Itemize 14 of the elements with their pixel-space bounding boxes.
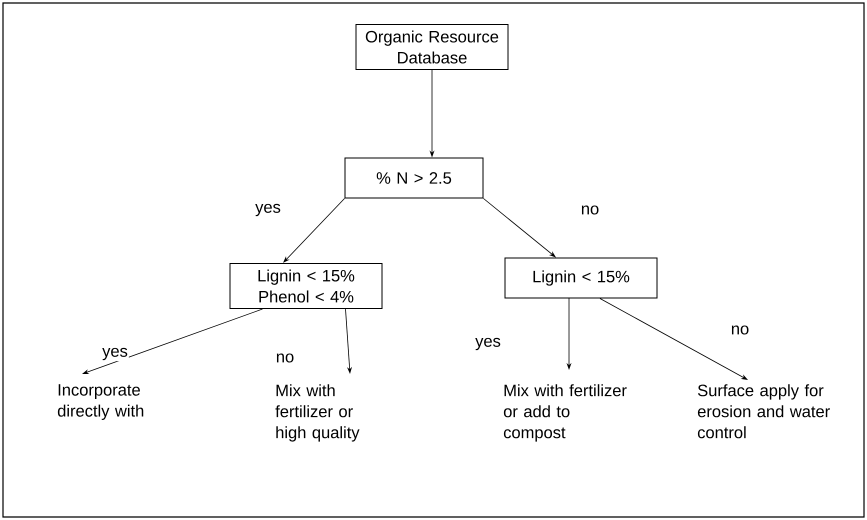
edge-label: yes bbox=[474, 336, 502, 352]
outcome-text: Mix with fertilizer or high quality bbox=[275, 384, 360, 442]
outcome-text: Surface apply for erosion and water control bbox=[698, 384, 830, 438]
edge-label: yes bbox=[254, 202, 282, 218]
outcome-text: Incorporate directly with bbox=[58, 384, 144, 420]
decision-box: % N > 2.5 bbox=[344, 158, 484, 198]
decision-box: Lignin < 15% Phenol < 4% bbox=[230, 262, 382, 310]
outcome-text: Mix with fertilizer or add to compost bbox=[504, 384, 627, 442]
edge-label: yes bbox=[101, 346, 129, 362]
edge-label: no bbox=[274, 352, 296, 364]
edge-label: no bbox=[730, 324, 750, 336]
decision-box: Lignin < 15% bbox=[504, 258, 658, 298]
process-box: Organic Resource Database bbox=[356, 24, 508, 70]
edge-label: no bbox=[580, 204, 600, 216]
